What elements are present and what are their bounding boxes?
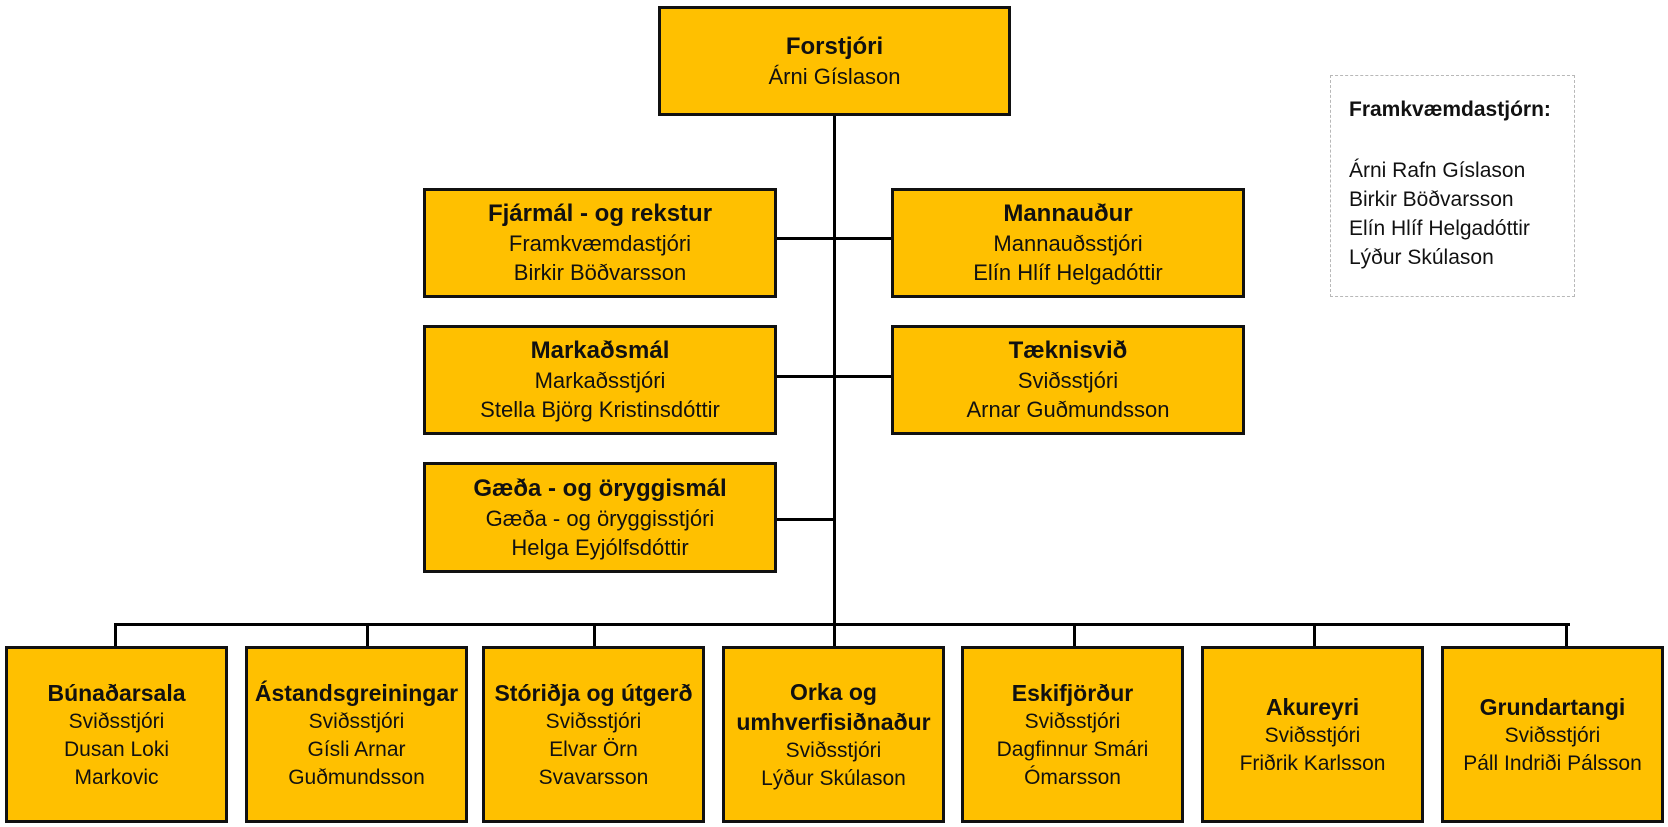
- division-bus: [114, 623, 1570, 626]
- quality-title: Gæða - og öryggismál: [473, 474, 727, 502]
- division-drop-7: [1565, 623, 1568, 647]
- tech-name: Arnar Guðmundsson: [966, 397, 1170, 422]
- quality-role: Gæða - og öryggisstjóri: [485, 505, 715, 531]
- division-title-line2: umhverfisiðnaður: [736, 708, 931, 735]
- quality-connector: [776, 518, 835, 521]
- ceo-box: Forstjóri Árni Gíslason: [658, 6, 1011, 116]
- hr-role: Mannauðsstjóri: [993, 231, 1143, 256]
- executive-board-member: Elín Hlíf Helgadóttir: [1349, 217, 1530, 240]
- ceo-title: Forstjóri: [785, 32, 884, 60]
- quality-name: Helga Eyjólfsdóttir: [511, 534, 689, 560]
- division-drop-4: [833, 623, 836, 647]
- division-drop-2: [366, 623, 369, 647]
- division-title: Eskifjörður: [1011, 679, 1134, 706]
- marketing-role: Markaðsstjóri: [534, 368, 666, 393]
- division-name-line2: Guðmundsson: [288, 765, 425, 789]
- finance-title: Fjármál - og rekstur: [487, 200, 713, 227]
- division-name-line2: Markovic: [74, 765, 159, 789]
- division-name-line2: Ómarsson: [1024, 765, 1121, 789]
- ceo-name: Árni Gíslason: [768, 63, 901, 89]
- executive-board-member: Árni Rafn Gíslason: [1349, 159, 1526, 182]
- division-name-line1: Elvar Örn: [549, 737, 638, 761]
- division-name-line1: Dagfinnur Smári: [996, 737, 1149, 761]
- division-box: Grundartangi Sviðsstjóri Páll Indriði Pá…: [1441, 646, 1664, 823]
- division-name-line1: Dusan Loki: [63, 737, 170, 761]
- division-drop-6: [1313, 623, 1316, 647]
- division-box: Ástandsgreiningar Sviðsstjóri Gísli Arna…: [245, 646, 468, 823]
- hr-title: Mannauður: [1003, 200, 1133, 227]
- executive-board-member: Birkir Böðvarsson: [1349, 188, 1514, 211]
- marketing-connector: [776, 375, 835, 378]
- division-name-line2: Svavarsson: [538, 765, 649, 789]
- division-title: Stóriðja og útgerð: [494, 679, 693, 706]
- finance-box: Fjármál - og rekstur Framkvæmdastjóri Bi…: [423, 188, 777, 298]
- quality-box: Gæða - og öryggismál Gæða - og öryggisst…: [423, 462, 777, 573]
- division-role: Sviðsstjóri: [1024, 709, 1121, 733]
- division-role: Sviðsstjóri: [68, 709, 165, 733]
- division-name-line1: Gísli Arnar: [307, 737, 406, 761]
- trunk-connector: [833, 114, 836, 626]
- division-role: Sviðsstjóri: [785, 738, 882, 762]
- division-role: Sviðsstjóri: [1264, 723, 1361, 747]
- division-name: Lýður Skúlason: [761, 766, 906, 790]
- division-title-line1: Orka og: [790, 678, 877, 705]
- finance-role: Framkvæmdastjóri: [508, 231, 692, 256]
- division-title: Akureyri: [1265, 693, 1360, 720]
- tech-box: Tæknisvið Sviðsstjóri Arnar Guðmundsson: [891, 325, 1245, 435]
- division-drop-3: [593, 623, 596, 647]
- division-name: Friðrik Karlsson: [1239, 751, 1386, 775]
- finance-name: Birkir Böðvarsson: [513, 260, 687, 285]
- hr-name: Elín Hlíf Helgadóttir: [973, 260, 1163, 285]
- tech-title: Tæknisvið: [1008, 337, 1128, 364]
- tech-connector: [834, 375, 893, 378]
- marketing-title: Markaðsmál: [530, 337, 670, 364]
- division-name: Páll Indriði Pálsson: [1463, 751, 1642, 775]
- marketing-name: Stella Björg Kristinsdóttir: [480, 397, 720, 422]
- executive-board-title: Framkvæmdastjórn:: [1349, 98, 1551, 121]
- tech-role: Sviðsstjóri: [1017, 368, 1119, 393]
- division-box: Stóriðja og útgerð Sviðsstjóri Elvar Örn…: [482, 646, 705, 823]
- division-box: Akureyri Sviðsstjóri Friðrik Karlsson: [1201, 646, 1424, 823]
- division-role: Sviðsstjóri: [545, 709, 642, 733]
- division-drop-5: [1073, 623, 1076, 647]
- division-title: Grundartangi: [1479, 693, 1626, 720]
- hr-box: Mannauður Mannauðsstjóri Elín Hlíf Helga…: [891, 188, 1245, 298]
- executive-board-member: Lýður Skúlason: [1349, 246, 1494, 269]
- executive-board-box: Framkvæmdastjórn: Árni Rafn Gíslason Bir…: [1330, 75, 1575, 297]
- division-box: Orka og umhverfisiðnaður Sviðsstjóri Lýð…: [722, 646, 945, 823]
- marketing-box: Markaðsmál Markaðsstjóri Stella Björg Kr…: [423, 325, 777, 435]
- division-drop-1: [114, 623, 117, 647]
- hr-connector: [834, 237, 893, 240]
- division-box: Búnaðarsala Sviðsstjóri Dusan Loki Marko…: [5, 646, 228, 823]
- division-role: Sviðsstjóri: [308, 709, 405, 733]
- division-box: Eskifjörður Sviðsstjóri Dagfinnur Smári …: [961, 646, 1184, 823]
- division-role: Sviðsstjóri: [1504, 723, 1601, 747]
- division-title: Búnaðarsala: [47, 679, 186, 706]
- division-title: Ástandsgreiningar: [254, 679, 459, 706]
- finance-connector: [776, 237, 835, 240]
